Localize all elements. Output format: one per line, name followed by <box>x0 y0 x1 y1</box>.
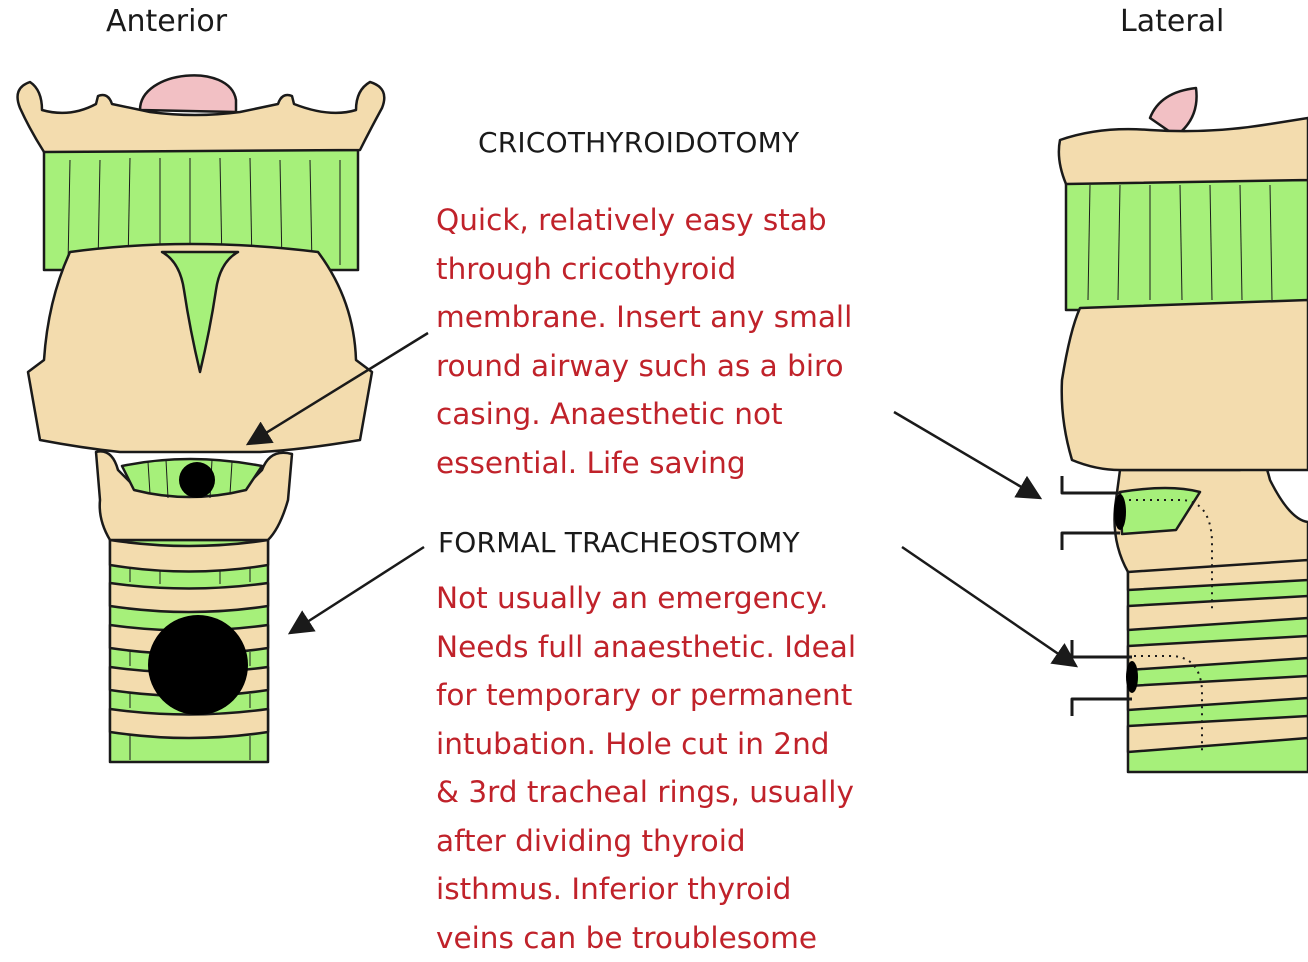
cricothyroidotomy-line: essential. Life saving <box>436 439 852 488</box>
tracheostomy-line: intubation. Hole cut in 2nd <box>436 720 856 769</box>
tracheostomy-description: Not usually an emergency. Needs full ana… <box>436 574 856 962</box>
tracheostomy-line: & 3rd tracheal rings, usually <box>436 768 856 817</box>
cricothyroidotomy-line: Quick, relatively easy stab <box>436 196 852 245</box>
cricothyroidotomy-description: Quick, relatively easy stab through cric… <box>436 196 852 487</box>
arrow-to-lateral-cricothyroid <box>894 412 1040 498</box>
tracheostomy-title: FORMAL TRACHEOSTOMY <box>438 526 800 559</box>
arrow-to-anterior-tracheostomy <box>290 547 424 633</box>
tracheostomy-line: isthmus. Inferior thyroid <box>436 865 856 914</box>
cricothyroidotomy-line: casing. Anaesthetic not <box>436 390 852 439</box>
anterior-view-label: Anterior <box>106 4 227 39</box>
cricothyroidotomy-hole <box>179 462 215 498</box>
arrow-to-lateral-tracheostomy <box>902 547 1076 666</box>
anterior-epiglottis <box>140 75 236 112</box>
anterior-view <box>18 75 385 762</box>
lateral-epiglottis <box>1150 88 1197 136</box>
lateral-view <box>1059 88 1308 772</box>
tracheostomy-line: veins can be troublesome <box>436 914 856 962</box>
cricothyroidotomy-line: membrane. Insert any small <box>436 293 852 342</box>
lateral-thyroid-cartilage <box>1062 300 1308 470</box>
cricothyroidotomy-line: round airway such as a biro <box>436 342 852 391</box>
lateral-view-label: Lateral <box>1120 4 1224 39</box>
tracheostomy-line: for temporary or permanent <box>436 671 856 720</box>
tracheostomy-hole <box>148 615 248 715</box>
lateral-tracheostomy-stoma <box>1126 661 1138 693</box>
cricothyroidotomy-line: through cricothyroid <box>436 245 852 294</box>
tracheostomy-line: after dividing thyroid <box>436 817 856 866</box>
tracheostomy-line: Needs full anaesthetic. Ideal <box>436 623 856 672</box>
cricothyroidotomy-title: CRICOTHYROIDOTOMY <box>478 126 799 159</box>
tracheostomy-line: Not usually an emergency. <box>436 574 856 623</box>
lateral-cricothyroidotomy-stoma <box>1114 494 1126 530</box>
